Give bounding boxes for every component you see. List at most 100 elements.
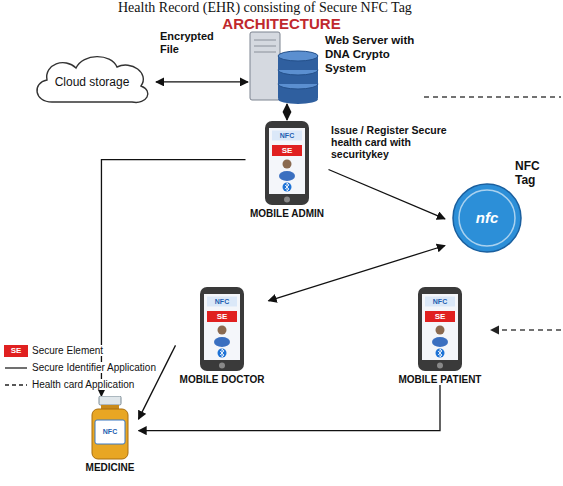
legend-text: Secure Identifier Application xyxy=(32,362,156,373)
connector xyxy=(139,345,176,419)
bluetooth-icon xyxy=(436,349,445,358)
legend: SE Secure ElementSecure Identifier Applic… xyxy=(4,342,156,393)
icon-holder: NFC SE xyxy=(199,286,245,372)
nfc-tag-ring xyxy=(459,190,515,246)
icon-holder: NFC xyxy=(90,396,130,460)
health-card-line xyxy=(491,329,561,330)
person-head xyxy=(283,160,292,169)
connector xyxy=(329,170,446,219)
secure-element-chip xyxy=(272,145,302,156)
bottle-cap xyxy=(99,396,121,405)
health-card-line xyxy=(424,96,561,97)
nfc-tag-disc xyxy=(453,184,521,252)
legend-line-sample xyxy=(4,380,28,390)
nfc-badge xyxy=(425,297,455,307)
phone-screen xyxy=(269,128,305,194)
phone-body xyxy=(418,287,462,371)
icon-holder: NFC SE xyxy=(417,286,463,372)
legend-line xyxy=(5,384,27,385)
bluetooth-glyph xyxy=(285,183,289,191)
nfc-logo: NFC xyxy=(95,427,125,437)
secure-element-mark: SE xyxy=(425,311,455,322)
node-icon xyxy=(248,28,322,104)
node-label: MOBILE ADMIN xyxy=(246,208,329,219)
phone-screen xyxy=(422,294,458,360)
connector xyxy=(139,385,441,431)
phone-button xyxy=(437,363,443,369)
cloud-storage: Cloud storage xyxy=(28,50,156,108)
mobile-admin: NFC SE MOBILE ADMIN xyxy=(246,120,329,219)
node-body: MEDICINE xyxy=(82,462,139,473)
icon-holder: NFC SE xyxy=(264,120,310,206)
person-body xyxy=(214,337,230,347)
legend-line-sample xyxy=(4,363,28,373)
phone-body xyxy=(200,287,244,371)
node-body: Cloud storage xyxy=(28,50,156,108)
bottle-neck xyxy=(101,405,119,409)
nfc-tag: nfc NFC Tag xyxy=(445,160,553,255)
edge-label: Encrypted File xyxy=(160,30,232,55)
legend-swatch: SE xyxy=(4,345,28,357)
person-body xyxy=(432,337,448,347)
phone-button xyxy=(284,197,290,203)
nfc-logo: nfc xyxy=(467,208,507,228)
node-label: MEDICINE xyxy=(82,462,139,473)
phone-screen xyxy=(204,294,240,360)
web-server: Web Server with DNA Crypto System xyxy=(248,28,425,104)
phone-button xyxy=(219,363,225,369)
server-slot xyxy=(254,52,276,53)
secure-element-mark: SE xyxy=(272,145,302,156)
server-slot xyxy=(254,46,276,47)
node-label: Cloud storage xyxy=(55,75,130,89)
server-tower xyxy=(250,32,280,100)
node-body: Web Server with DNA Crypto System xyxy=(325,34,423,75)
node-body: NFC Tag xyxy=(515,160,551,188)
bottle-body xyxy=(92,409,128,459)
legend-row: Health card Application xyxy=(4,376,156,393)
icon-holder xyxy=(248,28,322,104)
medicine-bottle: NFC MEDICINE xyxy=(82,396,139,473)
nfc-logo: NFC xyxy=(207,297,237,307)
person-body xyxy=(279,171,295,181)
bluetooth-icon xyxy=(218,349,227,358)
node-body: MOBILE PATIENT xyxy=(395,374,486,385)
edge-label: Issue / Register Secure health card with… xyxy=(331,124,459,160)
connector xyxy=(101,160,245,396)
secure-element-chip xyxy=(425,311,455,322)
mobile-patient: NFC SE MOBILE PATIENT xyxy=(395,286,486,385)
legend-line xyxy=(5,367,27,368)
nfc-logo: NFC xyxy=(425,297,455,307)
node-body: MOBILE DOCTOR xyxy=(176,374,269,385)
node-label: MOBILE DOCTOR xyxy=(176,374,269,385)
person-head xyxy=(218,326,227,335)
secure-element-chip xyxy=(207,311,237,322)
node-label: NFC Tag xyxy=(515,160,551,188)
legend-row: Secure Identifier Application xyxy=(4,359,156,376)
server-slot xyxy=(254,40,276,41)
node-body: MOBILE ADMIN xyxy=(246,208,329,219)
node-label: Web Server with DNA Crypto System xyxy=(325,34,423,75)
nfc-logo: NFC xyxy=(272,131,302,141)
bluetooth-glyph xyxy=(220,349,224,357)
mobile-doctor: NFC SE MOBILE DOCTOR xyxy=(176,286,269,385)
legend-row: SE Secure Element xyxy=(4,342,156,359)
page-heading-fragment: Health Record (EHR) consisting of Secure… xyxy=(118,0,412,16)
diagram-title: ARCHITECTURE xyxy=(0,15,563,32)
person-head xyxy=(436,326,445,335)
secure-element-mark: SE xyxy=(4,345,28,356)
bottle-label xyxy=(95,420,125,444)
legend-text: Secure Element xyxy=(32,345,103,356)
secure-element-mark: SE xyxy=(207,311,237,322)
nfc-badge xyxy=(272,131,302,141)
bluetooth-glyph xyxy=(438,349,442,357)
bluetooth-icon xyxy=(283,183,292,192)
cloud-outline xyxy=(37,57,148,103)
legend-text: Health card Application xyxy=(32,379,134,390)
phone-body xyxy=(265,121,309,205)
connector xyxy=(156,81,248,82)
nfc-badge xyxy=(207,297,237,307)
connector xyxy=(286,104,287,120)
database-top xyxy=(278,51,318,61)
node-label: MOBILE PATIENT xyxy=(395,374,486,385)
